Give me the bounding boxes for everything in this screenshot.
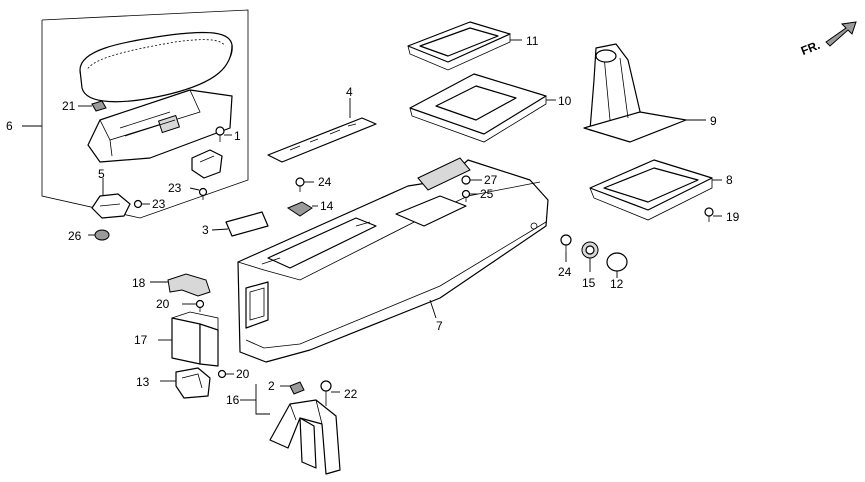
callout-22: 22 bbox=[344, 387, 358, 401]
callout-11: 11 bbox=[526, 34, 539, 48]
part-20-clip-lower bbox=[217, 369, 234, 379]
front-direction-arrow: FR. bbox=[799, 21, 857, 58]
callout-17: 17 bbox=[134, 333, 148, 347]
callout-4: 4 bbox=[346, 85, 353, 99]
part-3-pad bbox=[211, 211, 269, 237]
part-7-console-body bbox=[237, 157, 549, 363]
part-19-clip bbox=[704, 207, 722, 222]
callout-3: 3 bbox=[202, 223, 209, 237]
callout-6: 6 bbox=[6, 119, 13, 133]
part-17-pocket bbox=[158, 311, 219, 367]
part-25-screw bbox=[461, 189, 478, 202]
callout-10: 10 bbox=[558, 94, 572, 108]
armrest-lid bbox=[79, 31, 233, 103]
callout-24-lower: 24 bbox=[558, 265, 572, 279]
callout-27: 27 bbox=[484, 173, 498, 187]
part-24-screw-upper bbox=[295, 177, 314, 192]
part-9-shift-boot bbox=[583, 43, 706, 143]
part-1-screw bbox=[215, 126, 232, 142]
callout-26: 26 bbox=[68, 229, 82, 243]
callout-14: 14 bbox=[320, 199, 334, 213]
callout-23-lower: 23 bbox=[152, 197, 166, 211]
callout-labels: 6 21 1 5 23 23 26 3 4 24 14 11 10 9 8 19… bbox=[6, 34, 740, 407]
part-13-cover bbox=[160, 367, 211, 399]
callout-24-upper: 24 bbox=[318, 175, 332, 189]
callout-2: 2 bbox=[268, 379, 275, 393]
callout-13: 13 bbox=[136, 375, 150, 389]
callout-16: 16 bbox=[226, 393, 240, 407]
part-24-screw-lower bbox=[560, 234, 572, 262]
part-21-clip bbox=[78, 100, 107, 112]
armrest-group-outline bbox=[22, 9, 249, 219]
part-18-bracket bbox=[150, 273, 211, 297]
callout-21: 21 bbox=[62, 99, 76, 113]
callout-15: 15 bbox=[582, 276, 596, 290]
part-11-ring bbox=[407, 21, 522, 71]
part-12-cap bbox=[606, 252, 628, 278]
part-8-frame bbox=[589, 159, 722, 221]
callout-5: 5 bbox=[98, 167, 105, 181]
callout-19: 19 bbox=[726, 210, 740, 224]
part-14-clip bbox=[286, 201, 318, 217]
front-label: FR. bbox=[799, 38, 822, 58]
part-27-clip bbox=[461, 175, 482, 185]
callout-12: 12 bbox=[610, 277, 624, 291]
armrest-base bbox=[87, 89, 233, 163]
part-23-bracket-upper bbox=[189, 149, 223, 200]
callout-20-lower: 20 bbox=[236, 367, 250, 381]
part-5-latch bbox=[91, 178, 150, 219]
callout-9: 9 bbox=[710, 114, 717, 128]
part-10-panel bbox=[409, 73, 556, 143]
part-20-clip-upper bbox=[182, 299, 205, 312]
part-2-nut bbox=[280, 381, 305, 395]
part-22-bolt bbox=[320, 380, 340, 406]
part-4-plate bbox=[267, 98, 377, 163]
part-26-grommet bbox=[88, 229, 110, 241]
callout-8: 8 bbox=[726, 173, 733, 187]
part-15-knob bbox=[581, 241, 599, 272]
part-16-bracket bbox=[240, 384, 341, 475]
callout-7: 7 bbox=[436, 319, 443, 333]
callout-23-upper: 23 bbox=[168, 181, 182, 195]
callout-20-upper: 20 bbox=[156, 297, 170, 311]
callout-1: 1 bbox=[234, 129, 241, 143]
callout-25: 25 bbox=[480, 187, 494, 201]
callout-18: 18 bbox=[132, 276, 146, 290]
